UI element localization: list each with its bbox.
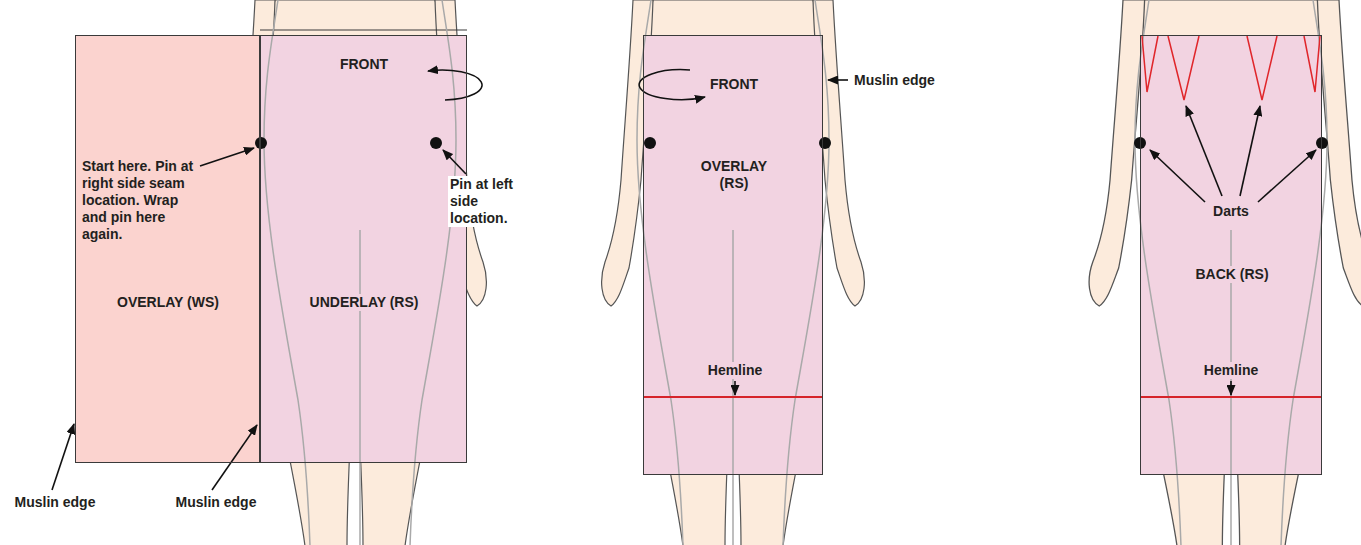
panel-label: OVERLAY (WS) — [115, 294, 221, 311]
hemline — [1140, 396, 1322, 398]
drawing-part — [255, 137, 267, 149]
hemline — [643, 396, 823, 398]
body-outline — [1135, 0, 1327, 545]
callout-note: Pin at left side location. — [448, 176, 526, 227]
panel-label: UNDERLAY (RS) — [308, 294, 421, 311]
callout-label: Darts — [1211, 203, 1251, 220]
wrap-edge — [260, 29, 467, 30]
dart — [1142, 36, 1320, 100]
drawing-part — [430, 137, 442, 149]
panel-label: FRONT — [708, 76, 760, 93]
body-outline — [264, 0, 456, 545]
callout-note: Start here. Pin at right side seam locat… — [80, 158, 198, 243]
body-figure — [602, 0, 865, 545]
drawing-part — [1168, 36, 1199, 100]
muslin-panel: BACK (RS) — [1140, 35, 1322, 475]
drawing-part — [1150, 150, 1205, 202]
leader-arrow — [52, 0, 1361, 490]
drawing-part — [212, 425, 257, 490]
body-figure — [224, 0, 487, 545]
drawing-part — [443, 150, 466, 174]
pin-dot — [255, 137, 1328, 149]
muslin-fill — [260, 35, 467, 463]
muslin-panel: FRONT UNDERLAY (RS) — [260, 35, 467, 463]
drawing-part — [1247, 36, 1277, 100]
drawing-part — [644, 137, 656, 149]
drawing-part — [1089, 0, 1361, 545]
drawing-part — [1258, 150, 1316, 202]
callout-label: Hemline — [706, 362, 764, 379]
panel-label: BACK (RS) — [1193, 266, 1270, 283]
muslin-panel: FRONT OVERLAY (RS) — [643, 35, 823, 475]
muslin-panel: OVERLAY (WS) — [75, 35, 260, 463]
muslin-fill — [75, 35, 260, 463]
callout-label: Muslin edge — [13, 494, 98, 511]
drawing-part — [1304, 36, 1320, 92]
wrap-arrow — [428, 70, 482, 100]
drawing-part — [734, 381, 736, 395]
body-outline — [637, 0, 829, 545]
callout-label: Muslin edge — [174, 494, 259, 511]
callout-label: Muslin edge — [852, 72, 937, 89]
panel-label: OVERLAY (RS) — [690, 158, 778, 192]
drawing-part — [819, 137, 831, 149]
drawing-part — [828, 79, 848, 81]
drawing-part — [1186, 106, 1222, 196]
panel-label: FRONT — [338, 56, 390, 73]
wrap-arrow — [639, 70, 705, 100]
drawing-part — [1316, 137, 1328, 149]
drawing-part — [52, 424, 74, 490]
drawing-part — [1240, 106, 1260, 196]
callout-label: Hemline — [1202, 362, 1260, 379]
drawing-part — [1142, 36, 1158, 92]
body-figure — [1089, 0, 1361, 545]
drawing-part — [200, 148, 254, 166]
drawing-part — [1230, 381, 1232, 395]
